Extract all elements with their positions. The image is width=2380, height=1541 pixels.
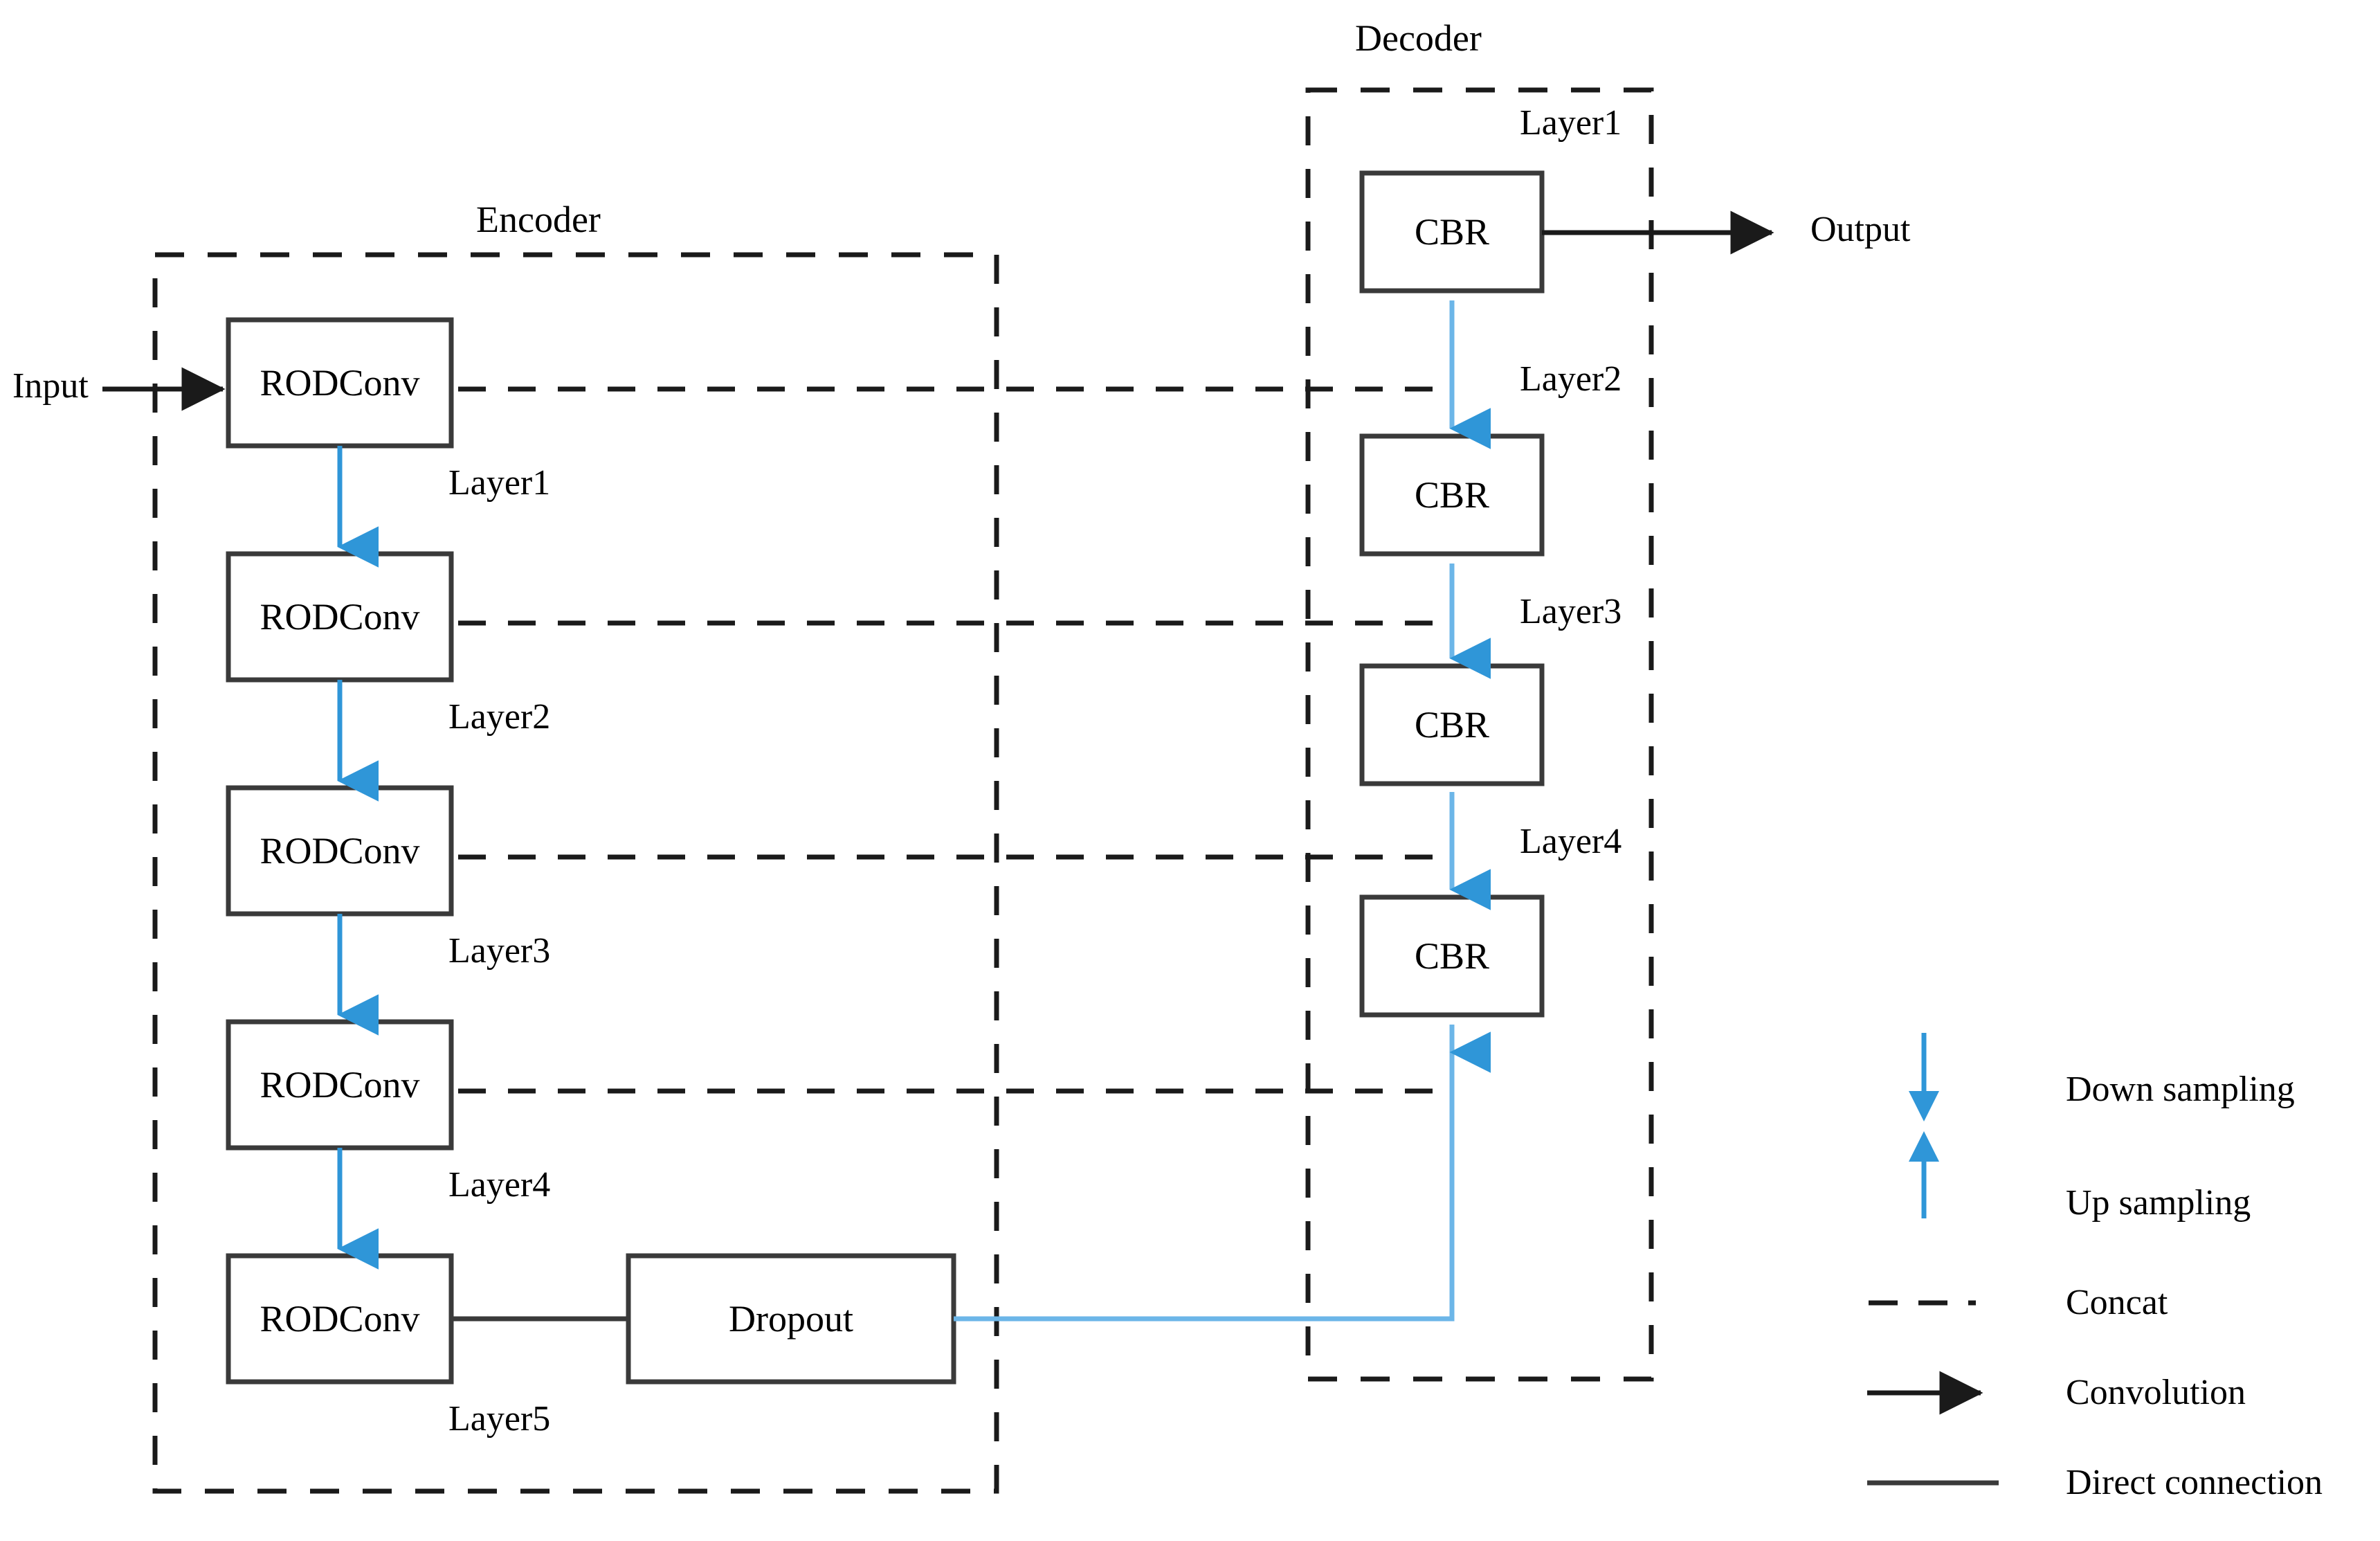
encoder-block-rodconv-5[interactable]: RODConv (260, 1298, 420, 1340)
encoder-layer-label-1: Layer1 (448, 463, 551, 503)
decoder-block-cbr-2[interactable]: CBR (1414, 474, 1490, 516)
legend-up-arrow-icon (1909, 1131, 1939, 1218)
encoder-layer-label-5: Layer5 (448, 1399, 551, 1439)
legend-label-direct-connection: Direct connection (2066, 1463, 2323, 1502)
legend-label-convolution: Convolution (2066, 1373, 2246, 1412)
decoder-group-title: Decoder (1355, 17, 1482, 59)
decoder-layer-label-1: Layer1 (1520, 103, 1622, 143)
decoder-layer-label-3: Layer3 (1520, 592, 1622, 631)
encoder-layer-label-4: Layer4 (448, 1165, 551, 1205)
bottleneck-blue-path (954, 1031, 1455, 1322)
decoder-layer-label-4: Layer4 (1520, 822, 1622, 861)
decoder-block-cbr-1[interactable]: CBR (1414, 211, 1490, 253)
legend-label-down-sampling: Down sampling (2066, 1070, 2295, 1109)
encoder-block-rodconv-3[interactable]: RODConv (260, 830, 420, 872)
legend-down-arrow-icon (1909, 1033, 1939, 1121)
decoder-group-boundary (1305, 87, 1654, 1382)
concat-skip-connections (408, 386, 1452, 1094)
dropout-block[interactable]: Dropout (729, 1298, 853, 1340)
decoder-layer-label-2: Layer2 (1520, 359, 1622, 399)
encoder-layer-label-3: Layer3 (448, 931, 551, 971)
legend-label-concat: Concat (2066, 1283, 2168, 1322)
encoder-block-rodconv-2[interactable]: RODConv (260, 596, 420, 638)
encoder-block-rodconv-1[interactable]: RODConv (260, 362, 420, 404)
encoder-layer-label-2: Layer2 (448, 697, 551, 737)
encoder-group-boundary (152, 252, 999, 1494)
legend-label-up-sampling: Up sampling (2066, 1183, 2251, 1223)
output-label: Output (1810, 210, 1911, 249)
decoder-block-cbr-4[interactable]: CBR (1414, 935, 1490, 977)
encoder-group-title: Encoder (476, 199, 601, 240)
input-label: Input (12, 366, 89, 406)
encoder-block-rodconv-4[interactable]: RODConv (260, 1064, 420, 1106)
decoder-block-cbr-3[interactable]: CBR (1414, 704, 1490, 746)
decoder-block-rects (1359, 170, 1545, 1018)
